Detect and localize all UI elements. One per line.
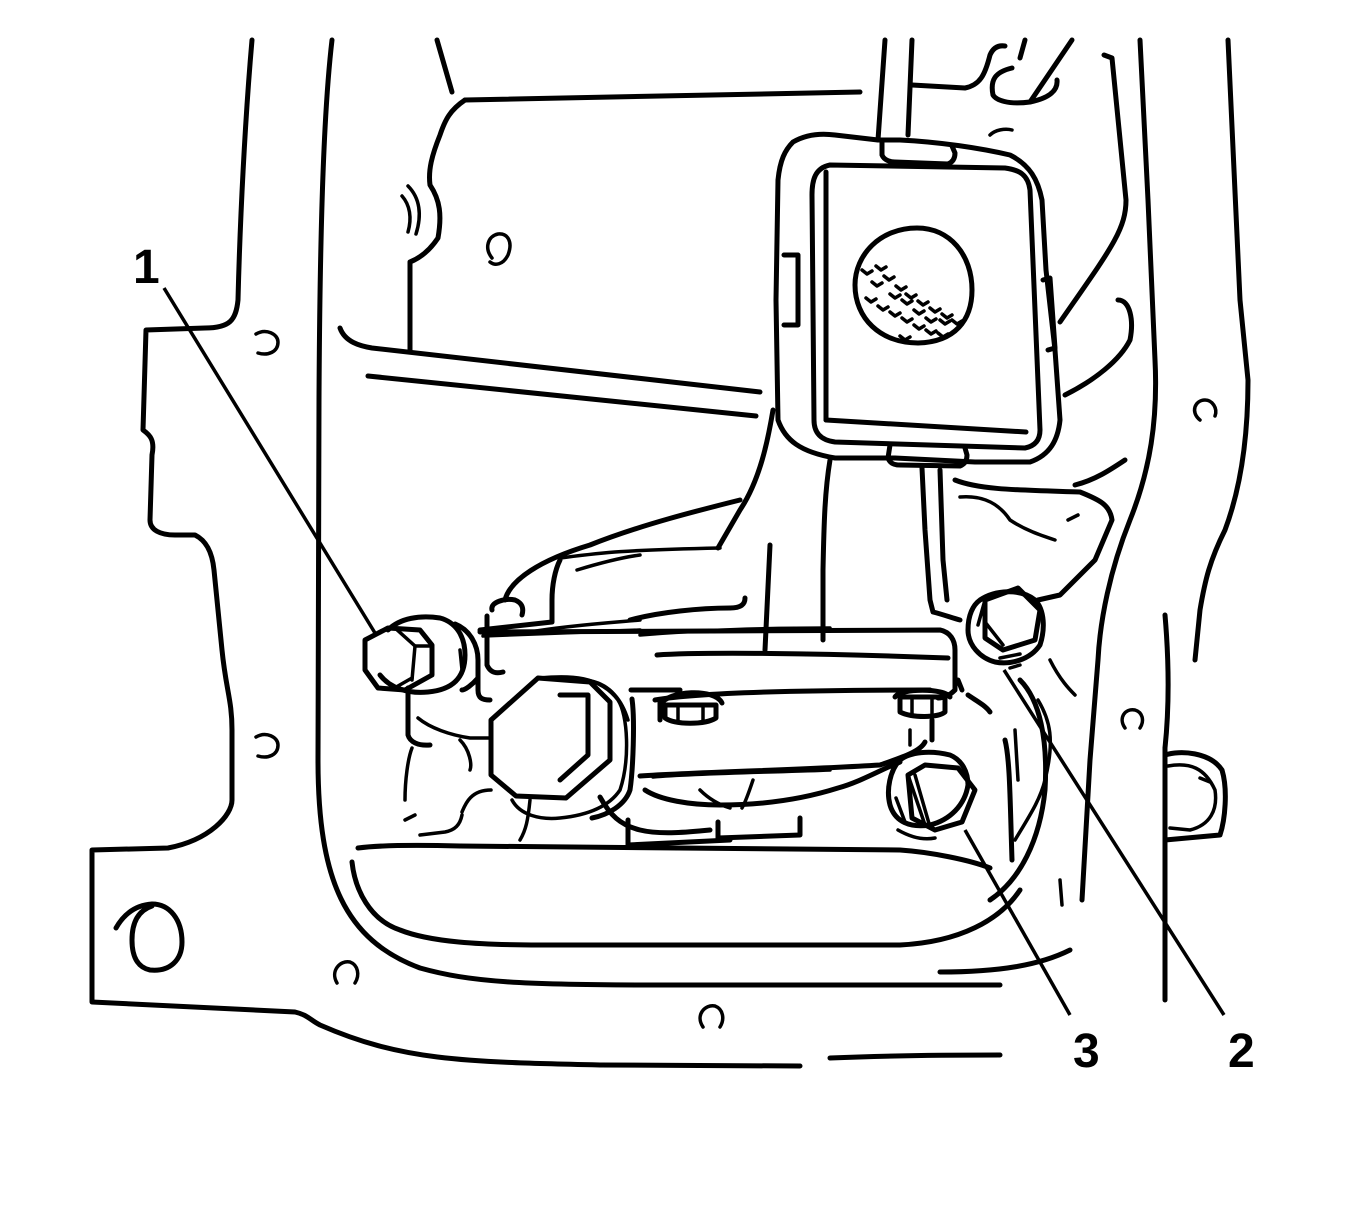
oil-pan-rails xyxy=(349,685,1073,975)
bolt-3 xyxy=(885,749,978,841)
upper-housing xyxy=(337,89,863,419)
leader-line-3 xyxy=(963,829,1072,1016)
screen-mesh-pattern xyxy=(860,264,964,342)
large-hex-plug xyxy=(403,672,630,842)
callout-label-1[interactable]: 1 xyxy=(133,241,160,294)
engine-block-outline xyxy=(89,37,1003,1069)
leader-line-1 xyxy=(162,287,377,634)
bolt-2 xyxy=(965,585,1046,670)
right-block xyxy=(955,37,1251,1003)
leader-line-2 xyxy=(1002,669,1226,1016)
pump-body xyxy=(477,407,1128,848)
callout-label-3[interactable]: 3 xyxy=(1073,1025,1100,1078)
pickup-screen xyxy=(773,37,1134,469)
callout-label-2[interactable]: 2 xyxy=(1228,1025,1255,1078)
callout-leaders[interactable] xyxy=(162,287,1226,1016)
bolt-1 xyxy=(362,614,481,695)
